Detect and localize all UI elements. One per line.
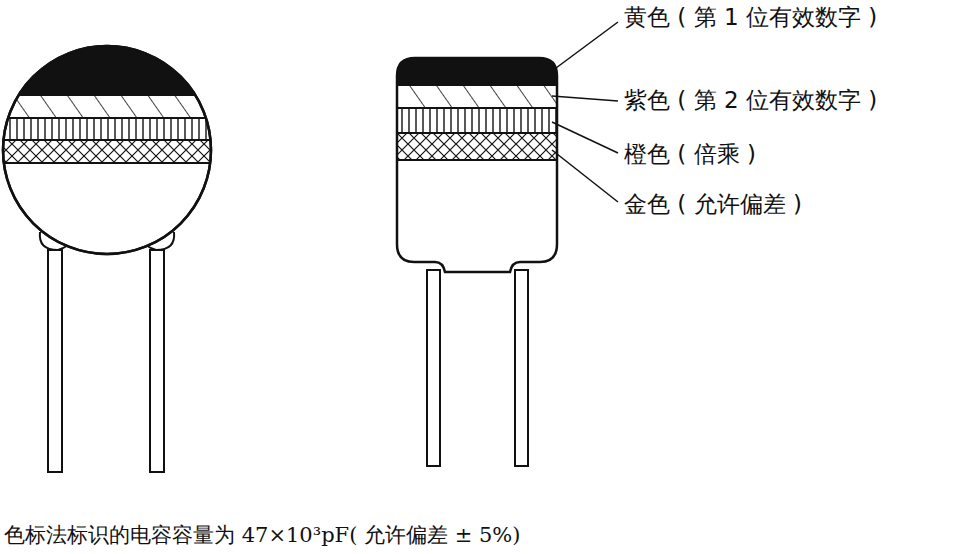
band-annotation: 橙色 ( 倍乘 ) [622,141,758,169]
figure-caption: 色标法标识的电容容量为 47×10³pF( 允许偏差 ± 5%) [4,523,520,548]
leader-lines [552,22,618,202]
band-annotation: 金色 ( 允许偏差 ) [622,191,804,219]
band-annotation: 紫色 ( 第 2 位有效数字 ) [622,87,879,115]
disc-capacitor [0,40,220,472]
tubular-capacitor [397,58,557,466]
band-annotation: 黄色 ( 第 1 位有效数字 ) [622,4,879,32]
